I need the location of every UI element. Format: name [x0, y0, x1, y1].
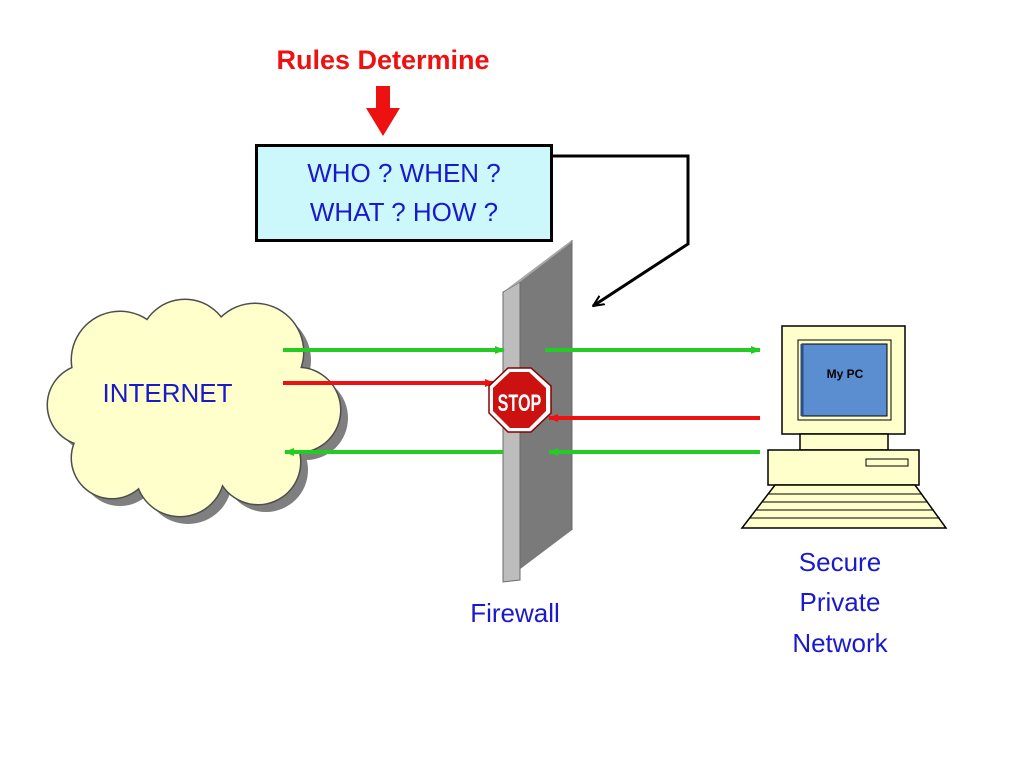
rules-connector-arrow — [553, 154, 690, 306]
rules-box-line2: WHAT ? HOW ? — [309, 197, 499, 227]
pc-screen — [801, 343, 888, 417]
rules-box-line1: WHO ? WHEN ? — [307, 158, 501, 188]
stop-sign-text: STOP — [498, 391, 542, 417]
network-label-line1: Secure — [798, 547, 882, 577]
secure-private-network-label: Secure Private Network — [760, 542, 920, 663]
computer-icon — [740, 325, 948, 529]
down-arrow-icon — [366, 86, 400, 136]
rules-determine-title: Rules Determine — [276, 45, 490, 75]
pc-screen-label: My PC — [826, 367, 864, 381]
firewall-label: Firewall — [470, 598, 560, 628]
internet-cloud-icon — [46, 298, 348, 524]
internet-label: INTERNET — [102, 378, 233, 408]
stop-sign-icon: STOP — [488, 367, 552, 433]
network-label-line2: Private — [799, 587, 881, 618]
rules-box: WHO ? WHEN ? WHAT ? HOW ? — [255, 144, 553, 242]
traffic-arrows — [283, 346, 761, 456]
network-label-line3: Network — [792, 627, 888, 658]
